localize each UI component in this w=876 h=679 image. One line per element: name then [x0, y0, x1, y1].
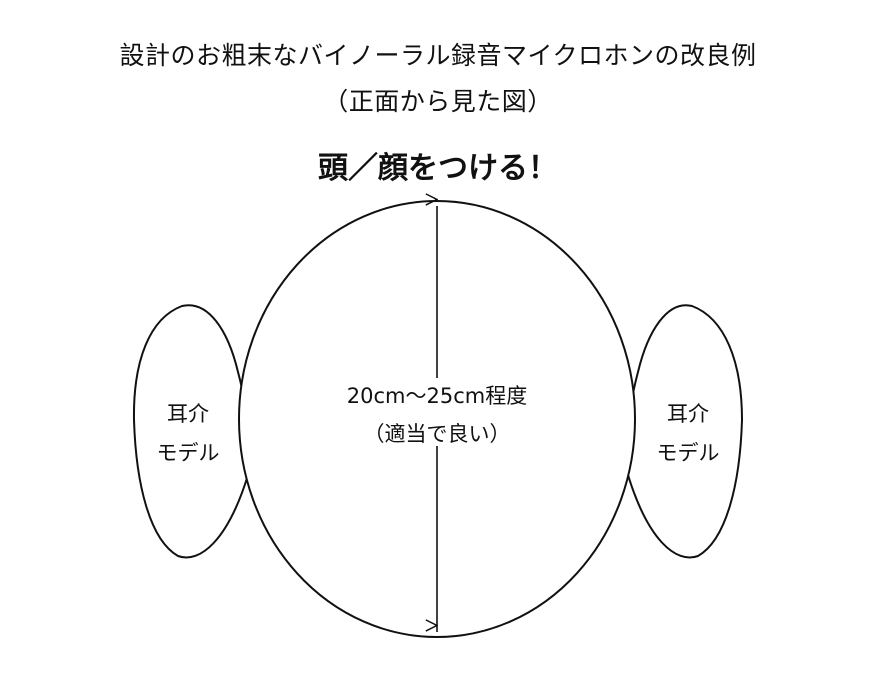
- right-ear-label-line2: モデル: [657, 441, 720, 465]
- dimension-label: 20cm～25cm程度: [347, 384, 527, 408]
- heading: 頭／顔をつける！: [318, 151, 558, 186]
- dimension-note: （適当で良い）: [364, 422, 511, 446]
- right-ear-shape: [625, 304, 744, 559]
- left-ear-label-line2: モデル: [157, 441, 220, 465]
- title-sub: （正面から見た図）: [323, 87, 553, 116]
- left-ear-label-line1: 耳介: [167, 402, 209, 426]
- title-main: 設計のお粗末なバイノーラル録音マイクロホンの改良例: [119, 41, 757, 70]
- left-ear-shape: [132, 304, 251, 559]
- right-ear-label-line1: 耳介: [667, 402, 709, 426]
